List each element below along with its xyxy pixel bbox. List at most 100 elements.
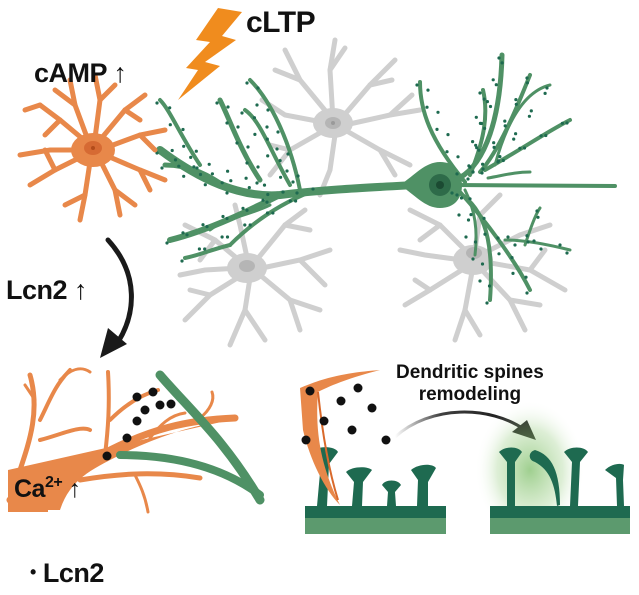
spine-dot: [514, 102, 518, 106]
spine-dot: [481, 162, 485, 166]
spine-dot: [498, 155, 502, 159]
spine-dot: [466, 177, 470, 181]
spine-dot: [285, 169, 289, 173]
spine-dot: [220, 181, 224, 185]
spine-dot: [180, 259, 184, 263]
lcn2-dot: [367, 403, 377, 413]
calcium-dot: [102, 451, 112, 461]
spine-dot: [197, 247, 201, 251]
spine-dot: [474, 115, 478, 119]
spine-dot: [468, 197, 472, 201]
spine-dot: [496, 160, 500, 164]
spine-dot: [535, 209, 539, 213]
spine-dot: [482, 97, 486, 101]
spine-dot: [241, 206, 245, 210]
lcn2-dot: [301, 435, 311, 445]
spine-dot: [235, 141, 239, 145]
spine-dot: [168, 106, 172, 110]
spine-dot: [513, 243, 517, 247]
spine-dot: [455, 172, 459, 176]
spine-dot: [469, 213, 473, 217]
calcium-dot: [148, 387, 158, 397]
spine-dot: [225, 121, 229, 125]
spine-dot: [457, 213, 461, 217]
spine-dot: [525, 81, 530, 85]
spine-dot: [203, 183, 207, 187]
spine-dot: [480, 171, 484, 175]
spine-dot: [266, 154, 270, 158]
spine-dot: [288, 199, 292, 203]
cltp-label: cLTP: [246, 6, 316, 40]
spine-dot: [558, 243, 562, 247]
spine-dot: [482, 216, 486, 220]
resting-astrocyte-bottom-left: [177, 202, 333, 348]
spine-dot: [236, 125, 240, 129]
spine-dot: [525, 234, 529, 238]
spine-dot: [539, 247, 543, 251]
spine-dot: [246, 145, 250, 149]
neuron: [156, 52, 617, 302]
spine-dot: [543, 91, 547, 95]
spine-dot: [478, 121, 482, 125]
spine-dot: [266, 108, 270, 112]
calcium-dot: [140, 405, 150, 415]
spine-dot: [459, 196, 464, 200]
spine-dot: [483, 126, 487, 130]
spine-dot: [155, 151, 159, 155]
spine-dot: [527, 114, 532, 118]
spine-dot: [456, 155, 460, 159]
spine-dot: [226, 105, 230, 109]
spine-dot: [225, 216, 229, 221]
spine-dot: [475, 146, 479, 150]
spine-dot: [243, 223, 247, 227]
spine-dot: [281, 190, 285, 194]
lightning-bolt-icon: [178, 8, 242, 100]
spine-dot: [181, 127, 185, 132]
spine-dot: [215, 101, 219, 105]
spine-dot: [173, 158, 178, 162]
calcium-dot: [122, 433, 132, 443]
spine-dot: [195, 166, 199, 170]
up-arrow-icon: ↑: [113, 58, 128, 88]
spine-dot: [240, 111, 244, 115]
spine-dot: [497, 56, 501, 60]
spine-dot: [155, 101, 159, 105]
spine-dot: [565, 121, 569, 125]
spine-remodeling-after: [475, 400, 630, 540]
spine-dot: [291, 180, 295, 184]
spine-dot: [503, 124, 507, 128]
spine-dot: [426, 88, 430, 92]
spine-remodeling-label: Dendritic spines remodeling: [396, 362, 544, 406]
calcium-dot: [166, 399, 176, 409]
spine-dot: [565, 251, 569, 255]
calcium-dots: [102, 387, 176, 461]
spine-dot: [471, 140, 475, 144]
spine-dot: [245, 81, 249, 85]
spine-dot: [244, 176, 248, 180]
spine-dot: [525, 291, 529, 295]
spine-dot: [501, 158, 505, 163]
spine-dot: [245, 161, 249, 165]
spine-dot: [294, 199, 298, 203]
spine-dot: [266, 192, 270, 197]
spine-dot: [255, 103, 259, 107]
spine-dot: [514, 98, 518, 102]
spine-dot: [496, 236, 500, 240]
bullet-lcn2-text: Lcn2: [42, 558, 105, 588]
spine-dot: [225, 235, 230, 239]
spine-dot: [480, 262, 485, 266]
spine-dot: [265, 137, 269, 141]
bullet-lcn2-label: • Lcn2: [30, 558, 104, 589]
spine-dot: [168, 123, 172, 127]
spine-dot: [450, 191, 454, 195]
lcn2-dot: [305, 386, 315, 396]
spine-dot: [256, 86, 260, 90]
spine-dot: [544, 133, 548, 138]
spine-dot: [210, 172, 214, 176]
spine-dot: [311, 187, 315, 191]
spine-dot: [560, 121, 565, 125]
spine-dot: [445, 150, 449, 154]
spine-dot: [226, 169, 230, 173]
spine-dot: [467, 164, 471, 168]
spine-dot: [512, 137, 516, 141]
